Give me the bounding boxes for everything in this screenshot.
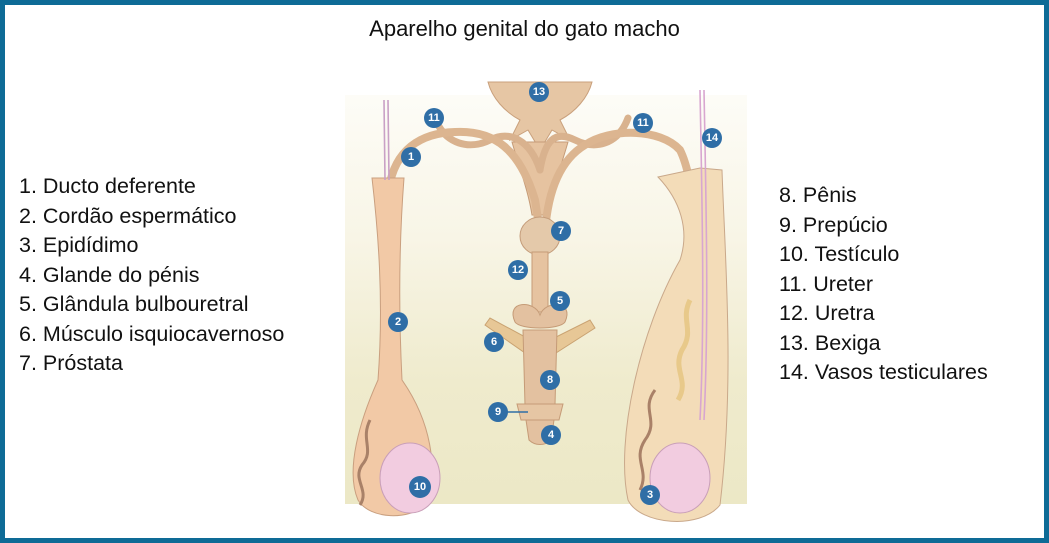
marker-9: 9	[488, 402, 508, 422]
legend-item: 11. Ureter	[779, 271, 873, 296]
testis-right	[649, 442, 711, 514]
legend-item: 4. Glande do pénis	[19, 262, 200, 287]
legend-item: 1. Ducto deferente	[19, 174, 196, 198]
legend-item: 10. Testículo	[779, 242, 900, 266]
marker-1: 1	[401, 147, 421, 167]
legend-right: 8. Pênis 9. Prepúcio 10. Testículo 11. U…	[779, 181, 988, 388]
marker-12: 12	[508, 260, 528, 280]
marker-5: 5	[550, 291, 570, 311]
svg-text:9: 9	[495, 406, 501, 418]
svg-text:11: 11	[637, 117, 649, 129]
marker-4: 4	[541, 425, 561, 445]
marker-14: 14	[702, 128, 722, 148]
epididymis-right	[638, 389, 657, 491]
diagram-title: Aparelho genital do gato macho	[369, 16, 680, 41]
svg-text:13: 13	[533, 86, 545, 98]
prepuce	[516, 403, 564, 421]
urethra-shaft	[531, 251, 549, 313]
svg-text:6: 6	[491, 336, 497, 348]
svg-text:10: 10	[414, 481, 426, 493]
svg-text:11: 11	[428, 112, 440, 124]
marker-8: 8	[540, 370, 560, 390]
bladder	[487, 81, 593, 151]
legend-item: 14. Vasos testiculares	[779, 360, 988, 384]
epididymis-left	[357, 419, 372, 506]
legend-item: 7. Próstata	[19, 351, 123, 375]
svg-text:1: 1	[408, 151, 414, 163]
svg-text:3: 3	[647, 489, 653, 501]
testis-left	[379, 442, 441, 514]
svg-text:5: 5	[557, 295, 563, 307]
svg-text:8: 8	[547, 374, 553, 386]
legend-item: 12. Uretra	[779, 301, 875, 325]
marker-13: 13	[529, 82, 549, 102]
svg-text:12: 12	[512, 264, 524, 276]
spermatic-cord-left	[352, 177, 433, 517]
legend-item: 8. Pênis	[779, 183, 857, 207]
svg-text:4: 4	[548, 429, 555, 441]
legend-item: 9. Prepúcio	[779, 212, 888, 237]
legend-item: 5. Glândula bulbouretral	[19, 292, 249, 316]
marker-2: 2	[388, 312, 408, 332]
marker-11-right: 11	[633, 113, 653, 133]
penis-body	[522, 329, 558, 406]
marker-7: 7	[551, 221, 571, 241]
legend-left: 1. Ducto deferente 2. Cordão espermático…	[19, 172, 284, 379]
marker-10: 10	[409, 476, 431, 498]
pampiniform-right	[675, 298, 693, 402]
svg-text:2: 2	[395, 316, 401, 328]
legend-item: 6. Músculo isquiocavernoso	[19, 321, 285, 346]
marker-11-left: 11	[424, 108, 444, 128]
legend-item: 2. Cordão espermático	[19, 203, 237, 228]
legend-item: 13. Bexiga	[779, 330, 881, 355]
svg-text:7: 7	[558, 225, 564, 237]
marker-6: 6	[484, 332, 504, 352]
svg-text:14: 14	[706, 132, 719, 144]
vessels-left	[383, 99, 390, 181]
legend-item: 3. Epidídimo	[19, 233, 139, 257]
marker-3: 3	[640, 485, 660, 505]
